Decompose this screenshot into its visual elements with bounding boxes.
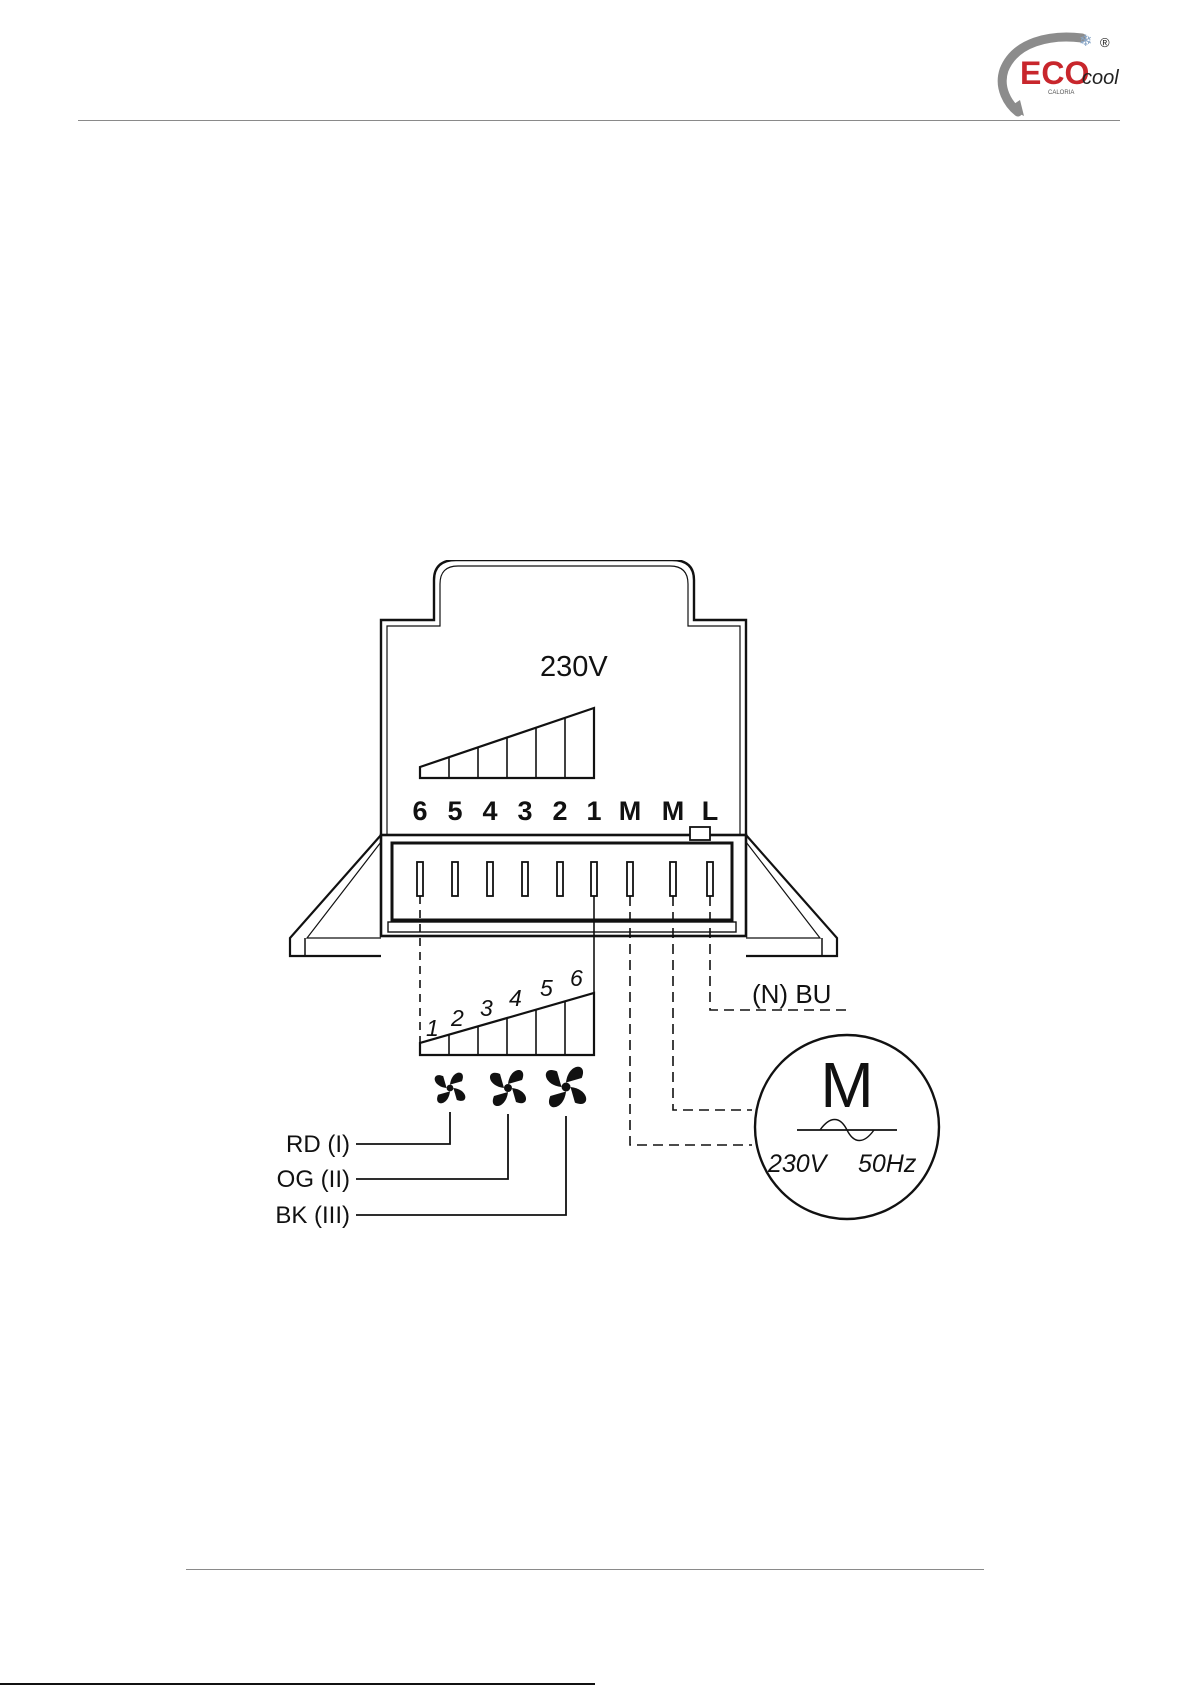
ecocool-logo: ❄ ® ECO cool CALORIA — [990, 30, 1120, 118]
wire-bk — [356, 1116, 566, 1215]
motor-frequency: 50Hz — [858, 1150, 917, 1178]
voltage-ramp-steps — [449, 718, 565, 778]
speed-step-label: 4 — [509, 985, 522, 1011]
wire-m1 — [630, 896, 752, 1145]
speed-ramp-steps — [449, 1001, 565, 1055]
terminal-label: 4 — [482, 796, 497, 826]
fan-icon — [435, 1073, 466, 1104]
wire-og — [356, 1114, 508, 1179]
left-flange-inner — [307, 842, 381, 938]
terminal-pins — [417, 862, 713, 896]
header-rule — [78, 120, 1120, 121]
logo-brand-suffix: cool — [1082, 67, 1119, 89]
terminal-label: 2 — [552, 796, 567, 826]
fan-speed-label: OG (II) — [277, 1166, 350, 1193]
terminal-block-inner — [392, 843, 732, 920]
terminal-label: 1 — [586, 796, 601, 826]
supply-voltage-label: 230V — [540, 651, 608, 683]
logo-sub: CALORIA — [1048, 90, 1074, 96]
motor-connections — [630, 896, 847, 1145]
terminal-label: M — [662, 796, 685, 826]
fan-speed-labels: RD (I) OG (II) BK (III) — [275, 1131, 350, 1229]
logo-registered-mark: ® — [1100, 35, 1110, 50]
terminal-latch — [690, 827, 710, 840]
speed-step-label: 1 — [426, 1015, 439, 1041]
fan-speed-label: RD (I) — [286, 1131, 350, 1158]
terminal-label: 3 — [517, 796, 532, 826]
fan-speed-label: BK (III) — [275, 1202, 350, 1229]
logo-brand: ECO — [1020, 55, 1089, 91]
right-flange-inner — [746, 842, 820, 938]
wire-m2 — [673, 896, 752, 1110]
terminal-block-rail — [388, 922, 736, 932]
footer-rule — [186, 1569, 984, 1570]
motor-letter: M — [820, 1049, 873, 1121]
terminal-label: 6 — [412, 796, 427, 826]
speed-step-label: 5 — [540, 975, 553, 1001]
speed-step-label: 3 — [480, 995, 493, 1021]
wire-rd — [356, 1112, 450, 1144]
fan-icon — [490, 1070, 526, 1106]
fan-icon — [546, 1067, 586, 1107]
motor-voltage: 230V — [767, 1150, 829, 1178]
housing-outline — [381, 560, 746, 835]
terminal-label: M — [619, 796, 642, 826]
terminal-label: 5 — [447, 796, 462, 826]
speed-step-label: 6 — [570, 965, 583, 991]
speed-step-label: 2 — [450, 1005, 464, 1031]
logo-snowflake-icon: ❄ — [1079, 33, 1092, 50]
terminal-label: L — [702, 796, 719, 826]
wiring-diagram: 230V 6 5 4 3 2 1 M M L — [0, 560, 1191, 1260]
terminal-labels: 6 5 4 3 2 1 M M L — [412, 796, 718, 826]
housing-inner-outline — [387, 566, 740, 835]
neutral-label: (N) BU — [752, 979, 831, 1009]
